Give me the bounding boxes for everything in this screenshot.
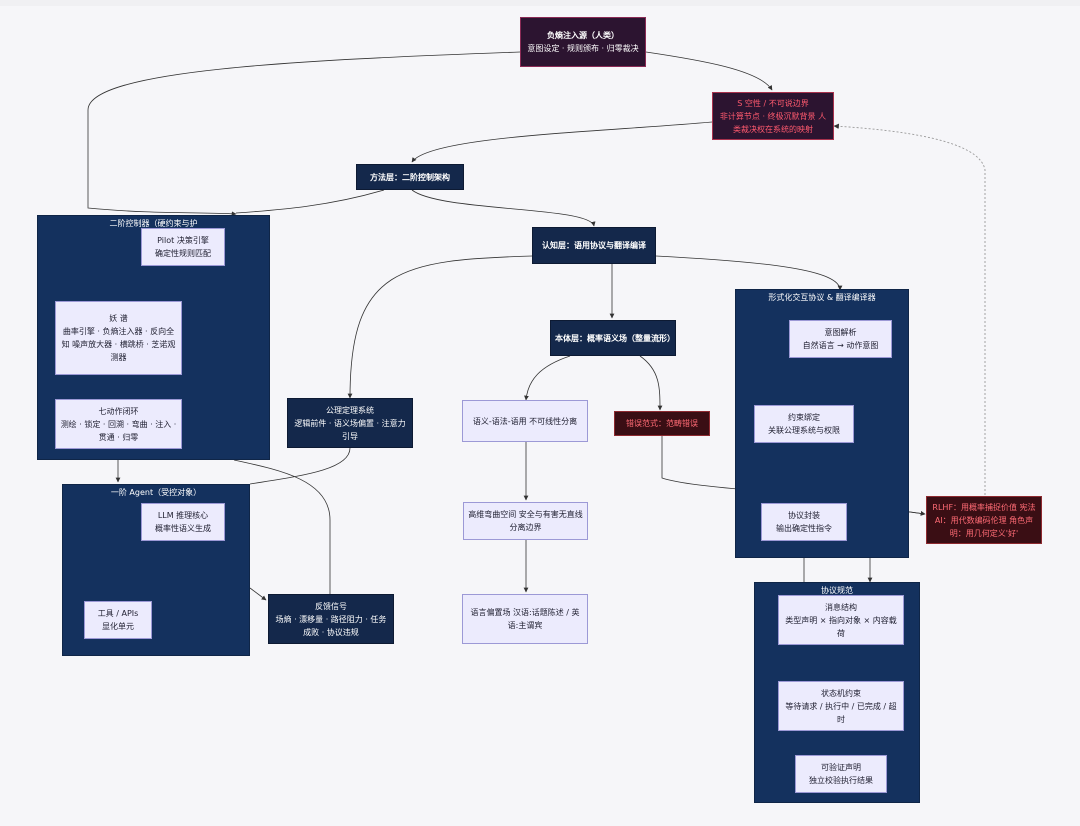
edge-source-controller [87, 51, 521, 217]
edge-loop-feedback [233, 459, 331, 595]
cluster-title: 二阶控制器（硬约束与护 [109, 219, 198, 228]
node-body: 显化单元 [102, 622, 134, 631]
node-body: 输出确定性指令 [776, 524, 832, 533]
edge-cognitive-formal [655, 255, 843, 291]
node-title: S 空性 / 不可说边界 [737, 98, 809, 108]
node-title: 方法层：二阶控制架构 [370, 172, 450, 182]
edge-ontology-error [639, 355, 663, 411]
category-error-node: 错误范式：范畴错误 [614, 411, 710, 436]
protocol-wrap-node: 协议封装 输出确定性指令 [761, 503, 847, 541]
node-title: 协议封装 [788, 511, 820, 520]
message-structure-node: 消息结构 类型声明 × 指向对象 × 内容载荷 [778, 595, 904, 645]
node-title: 公理定理系统 [326, 405, 374, 415]
node-body: 类型声明 × 指向对象 × 内容载荷 [785, 615, 897, 638]
edge-axiom-agent [249, 447, 351, 485]
node-body: 概率性语义生成 [155, 524, 211, 533]
language-bias-node: 语言偏置场 汉语:话题陈述 / 英语:主谓宾 [462, 594, 588, 644]
edge-agent-feedback [249, 587, 267, 601]
cluster-title: 协议规范 [821, 586, 853, 595]
verifiable-claim-node: 可验证声明 独立校验执行结果 [795, 755, 887, 793]
node-title: 妖 谱 [109, 314, 128, 323]
node-body: 非计算节点 · 终极沉默背景 人类裁决权在系统的映射 [719, 111, 827, 134]
node-title: LLM 推理核心 [157, 511, 209, 520]
edge-method-cognitive [411, 189, 596, 227]
node-title: 意图解析 [824, 328, 857, 337]
node-body: RLHF：用概率捕捉价值 宪法AI：用代数编码伦理 角色声明：用几何定义'好' [932, 502, 1036, 538]
intent-parse-node: 意图解析 自然语言 → 动作意图 [789, 320, 892, 358]
node-title: 工具 / APIs [97, 609, 139, 618]
method-layer-node: 方法层：二阶控制架构 [356, 164, 464, 190]
second-order-controller-cluster: 二阶控制器（硬约束与护 Pilot 决策引擎 确定性规则匹配 妖 谱 曲率引擎 … [37, 215, 270, 460]
ontology-layer-node: 本体层：概率语义场（整量流形） [550, 320, 676, 356]
node-body: 独立校验执行结果 [809, 776, 873, 785]
edge-void-method [411, 121, 713, 163]
negentropy-source-node: 负熵注入源（人类） 意图设定 · 规则颁布 · 归零裁决 [520, 17, 646, 67]
separation-node: 语义-语法-语用 不可线性分离 [462, 400, 588, 442]
llm-core-node: LLM 推理核心 概率性语义生成 [141, 503, 225, 541]
node-body: 场熵 · 漂移量 · 路径阻力 · 任务成败 · 协议违规 [275, 614, 387, 637]
cluster-title: 一阶 Agent（受控对象） [110, 488, 202, 497]
node-title: 错误范式：范畴错误 [626, 419, 698, 428]
node-body: 关联公理系统与权限 [768, 426, 840, 435]
node-title: 反馈信号 [315, 601, 347, 611]
first-order-agent-cluster: 一阶 Agent（受控对象） LLM 推理核心 概率性语义生成 工具 / API… [62, 484, 250, 656]
axiom-system-node: 公理定理系统 逻辑前件 · 语义场偏置 · 注意力引导 [287, 398, 413, 448]
edge-cognitive-axiom [347, 255, 533, 399]
cluster-title: 形式化交互协议 & 翻译编译器 [768, 293, 876, 302]
node-title: 约束绑定 [788, 413, 820, 422]
protocol-spec-cluster: 协议规范 消息结构 类型声明 × 指向对象 × 内容载荷 状态机约束 等待请求 … [754, 582, 920, 803]
rlhf-node: RLHF：用概率捕捉价值 宪法AI：用代数编码伦理 角色声明：用几何定义'好' [926, 496, 1042, 544]
node-body: 语义-语法-语用 不可线性分离 [472, 416, 578, 426]
edge-source-void [645, 51, 773, 91]
tools-apis-node: 工具 / APIs 显化单元 [84, 601, 152, 639]
seven-action-loop-node: 七动作闭环 测绘 · 锁定 · 回溯 · 弯曲 · 注入 · 贯通 · 归零 [55, 399, 182, 449]
node-body: 自然语言 → 动作意图 [802, 341, 879, 350]
void-boundary-node: S 空性 / 不可说边界 非计算节点 · 终极沉默背景 人类裁决权在系统的映射 [712, 92, 834, 140]
node-title: 七动作闭环 [98, 406, 139, 416]
formal-protocol-compiler-cluster: 形式化交互协议 & 翻译编译器 意图解析 自然语言 → 动作意图 约束绑定 关联… [735, 289, 909, 558]
node-body: 等待请求 / 执行中 / 已完成 / 超时 [785, 701, 897, 724]
node-title: 负熵注入源（人类） [547, 31, 619, 40]
edge-method-controller [235, 189, 385, 214]
node-body: 语言偏置场 汉语:话题陈述 / 英语:主谓宾 [470, 608, 580, 630]
node-title: 本体层：概率语义场（整量流形） [555, 333, 675, 343]
node-body: 测绘 · 锁定 · 回溯 · 弯曲 · 注入 · 贯通 · 归零 [60, 419, 177, 442]
node-title: 状态机约束 [821, 688, 861, 698]
node-body: 意图设定 · 规则颁布 · 归零裁决 [527, 44, 639, 53]
demon-spectrum-node: 妖 谱 曲率引擎 · 负熵注入器 · 反向全知 噪声放大器 · 横跳桥 · 芝诺… [55, 301, 182, 375]
state-machine-node: 状态机约束 等待请求 / 执行中 / 已完成 / 超时 [778, 681, 904, 731]
cognitive-layer-node: 认知层：语用协议与翻译编译 [532, 227, 656, 264]
edge-ontology-separation [524, 355, 571, 401]
pilot-engine-node: Pilot 决策引擎 确定性规则匹配 [141, 228, 225, 266]
feedback-signal-node: 反馈信号 场熵 · 漂移量 · 路径阻力 · 任务成败 · 协议违规 [268, 594, 394, 644]
node-body: 确定性规则匹配 [155, 249, 211, 258]
top-strip [0, 0, 1080, 6]
node-title: 认知层：语用协议与翻译编译 [542, 241, 646, 250]
node-body: 高维弯曲空间 安全与有害无直线分离边界 [468, 510, 583, 532]
constraint-binding-node: 约束绑定 关联公理系统与权限 [754, 405, 854, 443]
manifold-node: 高维弯曲空间 安全与有害无直线分离边界 [463, 502, 588, 540]
node-body: 曲率引擎 · 负熵注入器 · 反向全知 噪声放大器 · 横跳桥 · 芝诺观测器 [61, 327, 176, 362]
node-body: 逻辑前件 · 语义场偏置 · 注意力引导 [294, 418, 406, 441]
node-title: Pilot 决策引擎 [157, 236, 209, 245]
node-title: 可验证声明 [821, 763, 861, 772]
node-title: 消息结构 [825, 602, 857, 612]
